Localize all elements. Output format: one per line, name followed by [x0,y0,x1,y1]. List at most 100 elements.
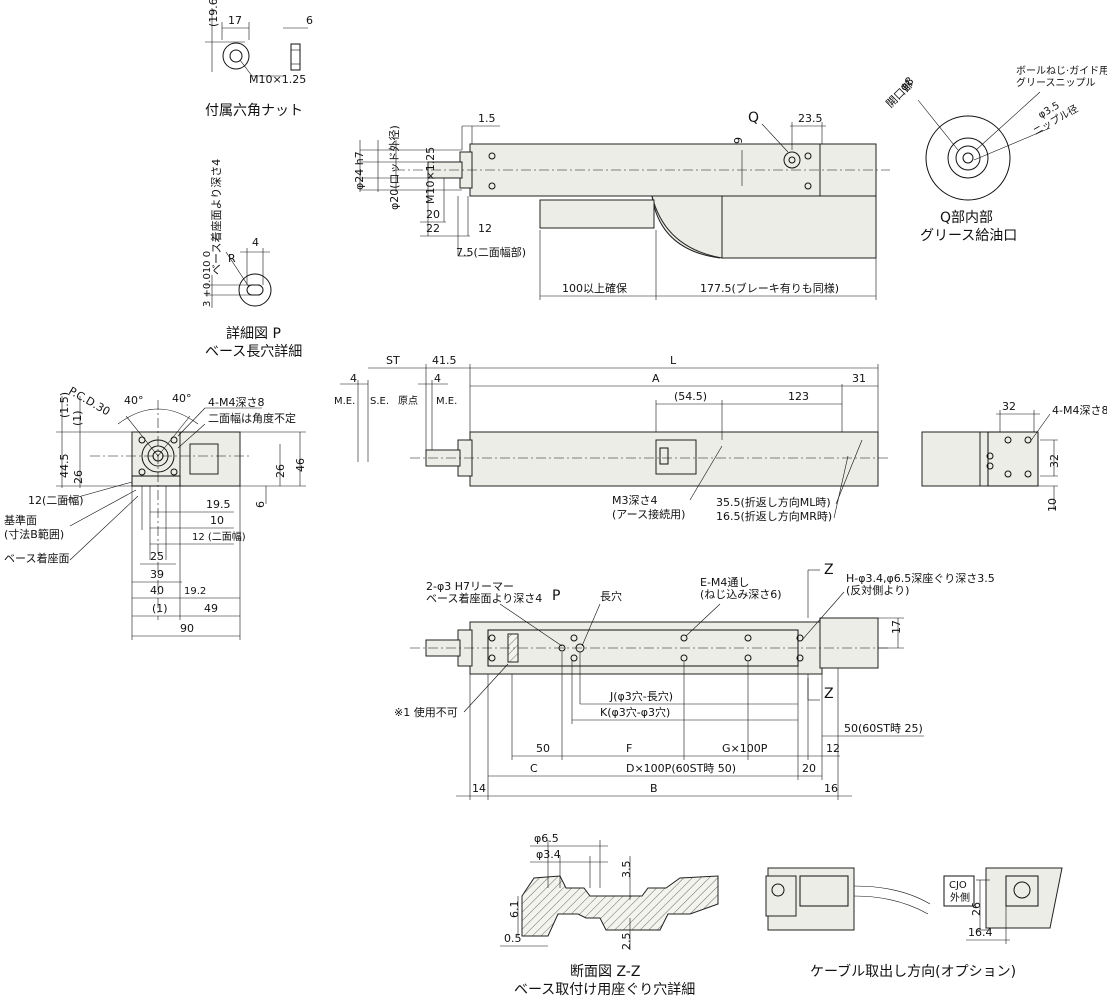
bottom-dim-50b: 50(60ST時 25) [844,722,923,735]
nut-dim-17: 17 [228,14,242,27]
bottom-F: F [626,742,632,755]
side-se: S.E. [370,396,389,407]
side-m3: M3深さ4 [612,494,658,507]
detail-p-dim-4: 4 [252,236,259,249]
bottom-z-top: Z [824,562,834,578]
cable-option-view: CJO 外側 26 16.4 ケーブル取出し方向(オプション) [765,867,1063,980]
top-dim-20: φ20(ロッド外径) [388,125,401,210]
hex-nut-view: (19.6) 17 6 M10×1.25 付属六角ナット [205,0,313,119]
front-dim-39: 39 [150,568,164,581]
detail-p-subtitle: ベース長穴詳細 [205,344,302,360]
front-angle-b: 40° [172,392,192,405]
front-dim-90: 90 [180,622,194,635]
top-dim-m10: M10×1.25 [424,147,437,204]
bottom-dim-16: 16 [824,782,838,795]
detail-p-r: R [228,252,236,265]
bottom-z-bot: Z [824,686,834,702]
bottom-note: ※1 使用不可 [394,706,458,719]
end-dim-32b: 32 [1048,454,1061,468]
front-dim-195: 19.5 [206,498,231,511]
front-m4: 4-M4深さ8 [208,396,264,409]
side-L: L [670,354,677,367]
top-dim-75: 7.5(二面幅部) [456,245,526,259]
side-dim-4a: 4 [350,372,357,385]
side-ml: 35.5(折返し方向ML時) [716,495,831,509]
front-dim-46: 46 [294,458,307,472]
front-dim-40: 40 [150,584,164,597]
front-ref-2: (寸法B範囲) [4,527,64,541]
side-dim-123: 123 [788,390,809,403]
end-dim-32: 32 [1002,400,1016,413]
side-view: ST 41.5 L 4 4 M.E. S.E. 原点 M.E. A 31 (54… [334,354,890,523]
front-dim-25: 25 [150,550,164,563]
zz-dim-35: 3.5 [620,861,633,879]
end-view: 32 4-M4深さ8 32 10 [921,400,1107,512]
nut-thread: M10×1.25 [249,73,306,86]
top-dim-20b: 20 [426,208,440,221]
bottom-J: J(φ3穴-長穴) [609,689,673,703]
front-dim-12: 12(二面幅) [28,494,84,507]
top-dim-24: φ24 h7 [353,151,366,190]
zz-dim-61: 6.1 [508,901,521,919]
front-ref-1: 基準面 [4,513,37,527]
bottom-B: B [650,782,658,795]
bottom-reamer-1: 2-φ3 H7リーマー [426,580,514,593]
bottom-dim-14: 14 [472,782,486,795]
front-dim-192: 19.2 [184,586,206,597]
front-flat: 二面幅は角度不定 [208,411,296,425]
bottom-view: 2-φ3 H7リーマー ベース着座面より深さ4 P 長穴 E-M4通し (ねじ込… [394,562,995,800]
front-dim-445: 44.5 [58,454,71,479]
q-nipple-2: グリースニップル [1016,76,1096,89]
top-view: φ24 h7 φ20(ロッド外径) M10×1.25 1.5 20 22 12 … [353,110,890,300]
side-mr: 16.5(折返し方向MR時) [716,509,832,523]
side-me1: M.E. [334,396,355,407]
front-dim-26: 26 [72,470,85,484]
front-angle-a: 40° [124,394,144,407]
front-dim-15: (1.5) [58,392,71,418]
side-dim-31: 31 [852,372,866,385]
top-dim-22: 22 [426,222,440,235]
detail-p-depth: ベース着座面より深さ4 [209,159,223,275]
bottom-dim-17: 17 [890,620,903,634]
cable-title: ケーブル取出し方向(オプション) [810,963,1016,980]
bottom-D: D×100P(60ST時 50) [626,762,736,775]
front-dim-10: 10 [210,514,224,527]
top-dim-1775: 177.5(ブレーキ有りも同様) [700,281,839,295]
side-me2: M.E. [436,396,457,407]
bottom-G: G×100P [722,742,768,755]
cable-dim-164: 16.4 [968,926,993,939]
front-view: P.C.D.30 40° 40° 4-M4深さ8 二面幅は角度不定 (1.5) … [4,384,307,640]
side-origin: 原点 [398,395,418,407]
side-st: ST [386,354,400,367]
front-dim-6: 6 [254,501,267,508]
bottom-dim-12: 12 [826,742,840,755]
side-dim-4b: 4 [434,372,441,385]
front-dim-1: (1) [71,410,84,426]
top-dim-12: 12 [478,222,492,235]
top-dim-15: 1.5 [478,112,496,125]
bottom-em4-a: E-M4通し [700,576,749,589]
q-title: Q部内部 [940,210,993,226]
top-q-label: Q [748,110,759,126]
end-dim-10: 10 [1046,498,1059,512]
section-zz-view: φ6.5 φ3.4 3.5 6.1 2.5 0.5 断面図 Z-Z ベース取付け… [500,832,719,998]
detail-p-view: ベース着座面より深さ4 3 +0.010 0 4 R 詳細図 P ベース長穴詳細 [202,159,302,360]
front-seat: ベース着座面 [4,551,69,565]
bottom-em4-b: (ねじ込み深さ6) [700,588,782,601]
bottom-p: P [552,588,560,604]
front-dim-26b: 26 [274,464,287,478]
front-dim-1b: (1) [152,602,168,615]
bottom-dim-50: 50 [536,742,550,755]
zz-subtitle: ベース取付け用座ぐり穴詳細 [514,982,695,998]
zz-dim-05: 0.5 [504,932,522,945]
detail-p-tol: 3 +0.010 0 [202,251,213,307]
side-dim-415: 41.5 [432,354,457,367]
nut-dim-6: 6 [306,14,313,27]
bottom-h-1: H-φ3.4,φ6.5深座ぐり深さ3.5 [846,571,995,585]
cable-dim-26: 26 [970,902,983,916]
q-subtitle: グリース給油口 [920,228,1017,244]
detail-p-title: 詳細図 P [226,326,281,342]
zz-dim-65: φ6.5 [534,832,559,845]
bottom-C: C [530,762,538,775]
